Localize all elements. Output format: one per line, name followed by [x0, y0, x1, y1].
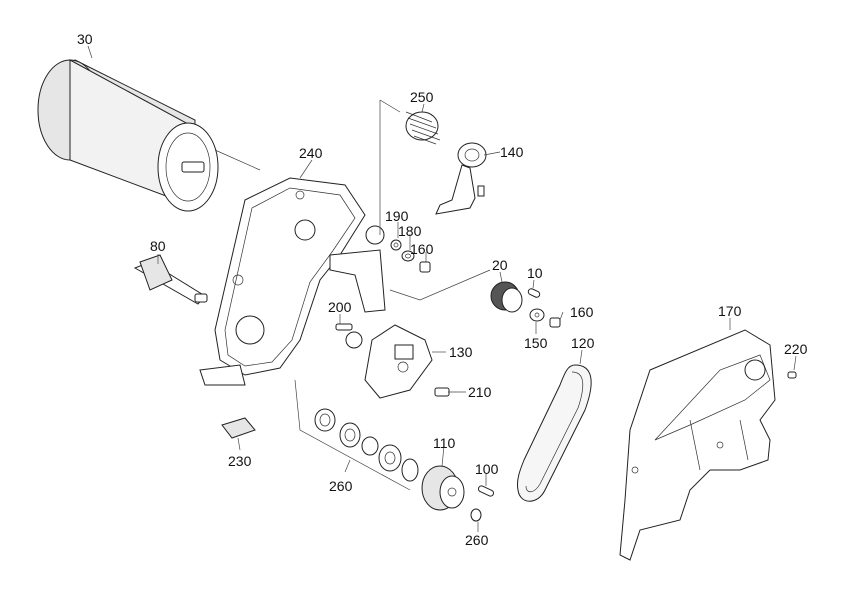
lever-140	[435, 142, 487, 215]
label-80: 80	[150, 238, 166, 254]
label-10: 10	[527, 265, 543, 281]
label-260-left: 260	[329, 478, 353, 494]
label-110: 110	[433, 435, 456, 451]
ring-260-small	[470, 508, 482, 522]
rotor-shaft-80	[133, 254, 208, 305]
screw-200	[335, 323, 363, 349]
label-30: 30	[77, 31, 93, 47]
label-20: 20	[492, 257, 508, 273]
label-150: 150	[524, 335, 548, 351]
bearing-set-260	[314, 408, 419, 482]
motor-30	[37, 59, 219, 212]
leader-lines	[87, 45, 797, 532]
screw-160-upper	[419, 261, 431, 273]
gear-20	[490, 281, 523, 313]
label-160-lower: 160	[570, 304, 594, 320]
label-160-upper: 160	[410, 241, 434, 257]
gear-housing-240	[199, 177, 386, 386]
label-200: 200	[328, 299, 352, 315]
belt-120	[517, 364, 592, 502]
washer-190	[390, 239, 402, 251]
pin-10	[527, 288, 541, 298]
label-170: 170	[718, 303, 742, 319]
screw-160-lower	[549, 317, 561, 328]
label-230: 230	[228, 453, 252, 469]
label-220: 220	[784, 341, 808, 357]
part-labels: 30 240 250 140 190 180 160 80 20 10 160 …	[77, 31, 808, 548]
label-180: 180	[398, 223, 422, 239]
label-210: 210	[468, 384, 492, 400]
label-140: 140	[500, 144, 524, 160]
label-190: 190	[385, 208, 409, 224]
screw-220	[787, 371, 797, 379]
label-120: 120	[571, 335, 595, 351]
label-240: 240	[299, 145, 323, 161]
pulley-110	[421, 465, 465, 511]
label-100: 100	[475, 461, 499, 477]
clip-230	[221, 417, 256, 439]
cover-130	[364, 324, 433, 399]
washer-150	[529, 308, 545, 322]
label-130: 130	[449, 344, 473, 360]
label-260-bottom: 260	[465, 532, 489, 548]
label-250: 250	[410, 89, 434, 105]
belt-guard-170	[619, 329, 776, 561]
washer-180	[401, 250, 415, 262]
spring-250	[405, 111, 441, 145]
screw-210	[434, 387, 450, 397]
key-100	[477, 485, 495, 497]
